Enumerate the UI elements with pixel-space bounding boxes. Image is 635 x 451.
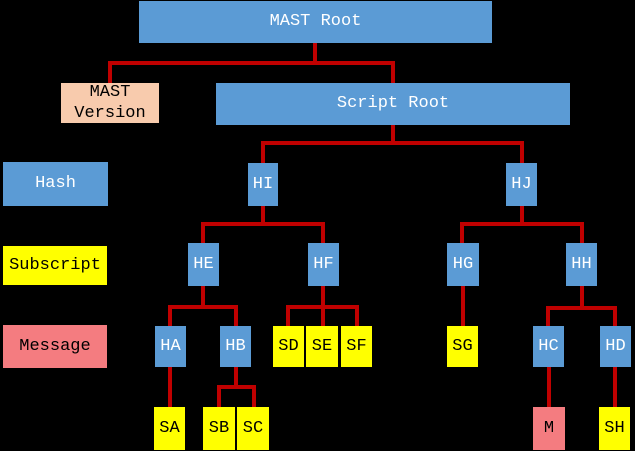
node-mast-version: MAST Version bbox=[61, 83, 159, 123]
edge-to-hc bbox=[546, 306, 550, 326]
edge-hb-stem bbox=[234, 367, 238, 389]
node-sa: SA bbox=[154, 407, 185, 450]
edge-hj-stem bbox=[520, 206, 524, 226]
edge-to-hg bbox=[460, 222, 464, 243]
node-hg: HG bbox=[447, 243, 479, 286]
edge-hh-stem bbox=[580, 286, 584, 310]
edge-to-sc bbox=[252, 385, 256, 407]
edge-hd-to-sh bbox=[613, 367, 617, 407]
node-sh: SH bbox=[599, 407, 630, 450]
edge-hc-to-m bbox=[547, 367, 551, 407]
legend-hash: Hash bbox=[3, 162, 108, 206]
edge-to-hh bbox=[580, 222, 584, 243]
node-hf: HF bbox=[308, 243, 339, 286]
node-he: HE bbox=[188, 243, 219, 286]
edge-to-hf bbox=[321, 222, 325, 243]
node-hd: HD bbox=[600, 326, 631, 367]
edge-to-sd bbox=[286, 305, 290, 326]
edge-he-bar bbox=[168, 305, 238, 309]
edge-ha-to-sa bbox=[168, 367, 172, 407]
node-mast-root: MAST Root bbox=[139, 1, 492, 43]
node-hi: HI bbox=[248, 163, 278, 206]
node-sd: SD bbox=[273, 326, 304, 367]
node-sg: SG bbox=[447, 326, 478, 367]
edge-hg-to-sg bbox=[461, 286, 465, 326]
edge-to-hb bbox=[234, 305, 238, 326]
edge-to-ha bbox=[168, 305, 172, 326]
node-hc: HC bbox=[533, 326, 564, 367]
node-hh: HH bbox=[566, 243, 597, 286]
node-sb: SB bbox=[203, 407, 235, 450]
edge-hb-bar bbox=[217, 385, 256, 389]
edge-to-sb bbox=[217, 385, 221, 407]
edge-to-sf bbox=[355, 305, 359, 326]
edge-to-he bbox=[201, 222, 205, 243]
edge-to-mast-version bbox=[108, 61, 112, 83]
node-ha: HA bbox=[155, 326, 186, 367]
node-sf: SF bbox=[341, 326, 372, 367]
edge-to-hj bbox=[520, 141, 524, 163]
legend-subscript: Subscript bbox=[3, 246, 107, 285]
node-m: M bbox=[533, 407, 565, 450]
edge-hf-bar bbox=[286, 305, 359, 309]
node-sc: SC bbox=[237, 407, 269, 450]
edge-hi-bar bbox=[201, 222, 325, 226]
node-se: SE bbox=[306, 326, 338, 367]
edge-hh-bar bbox=[546, 306, 617, 310]
edge-to-script-root bbox=[391, 61, 395, 83]
legend-message: Message bbox=[3, 325, 107, 368]
edge-scriptroot-bar bbox=[261, 141, 524, 145]
edge-hj-bar bbox=[460, 222, 584, 226]
node-hj: HJ bbox=[506, 163, 537, 206]
node-hb: HB bbox=[220, 326, 251, 367]
edge-mastroot-bar bbox=[108, 61, 395, 65]
edge-scriptroot-stem bbox=[391, 125, 395, 145]
edge-to-hi bbox=[261, 141, 265, 163]
edge-he-stem bbox=[201, 286, 205, 309]
edge-mastroot-stem bbox=[313, 43, 317, 65]
node-script-root: Script Root bbox=[216, 83, 570, 125]
edge-to-hd bbox=[613, 306, 617, 326]
edge-hi-stem bbox=[261, 206, 265, 226]
